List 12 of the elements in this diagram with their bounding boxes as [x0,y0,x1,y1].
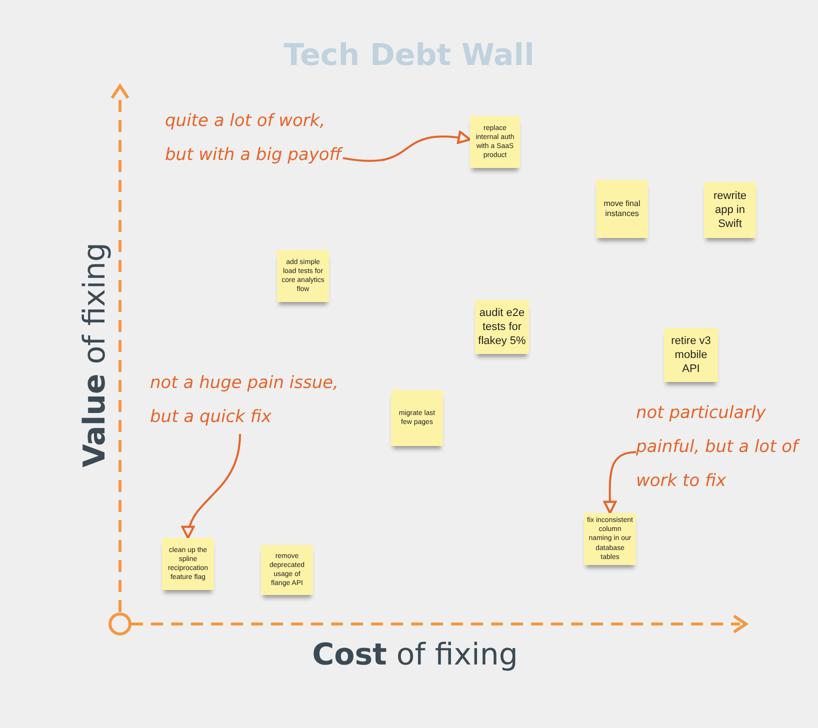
sticky-note: rewrite app in Swift [704,182,756,238]
handwritten-note: not particularly painful, but a lot of work to fix [636,396,814,498]
axis-title: Cost of fixing [312,638,518,672]
handwritten-note: quite a lot of work, but with a big payoff [165,104,343,206]
arrow [603,451,636,514]
arrow [182,434,241,540]
sticky-note: move final instances [596,180,648,238]
handwritten-note: not a huge pain issue, but a quick fix [150,366,350,434]
arrow [342,131,472,162]
axis-title: Value of fixing [78,242,112,468]
sticky-note: retire v3 mobile API [664,328,718,382]
sticky-note: audit e2e tests for flakey 5% [475,300,529,354]
